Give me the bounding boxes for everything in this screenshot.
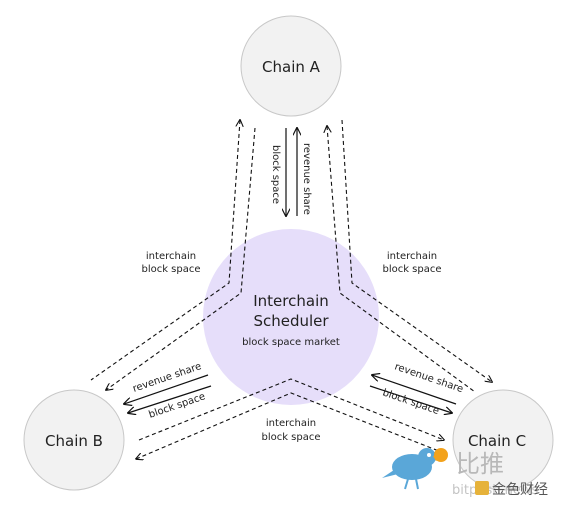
c-block-space-label: block space (381, 387, 440, 417)
left-dashed-outer (90, 120, 240, 381)
bottom-dashed-upper (138, 378, 444, 440)
watermark-logo-text: 比推 (456, 450, 504, 478)
chain-c-node (452, 389, 554, 491)
scheduler-title-line1: Interchain (253, 292, 329, 310)
chain-c-label: Chain C (468, 432, 526, 450)
b-revenue-share-label: revenue share (131, 361, 203, 395)
bottom-dashed-lower (136, 392, 445, 459)
left-dashed-inner (106, 127, 256, 390)
bottom-interchain-label-1: interchain (266, 418, 316, 429)
c-revenue-share-arrow (372, 375, 457, 405)
bottom-interchain-label-2: block space (261, 432, 320, 443)
left-interchain-label-1: interchain (146, 251, 196, 262)
watermark-brand-badge (475, 481, 489, 495)
b-block-space-arrow (128, 385, 212, 413)
chain-b-node (23, 389, 125, 491)
a-revenue-share-label: revenue share (301, 143, 312, 215)
chain-a-label: Chain A (262, 58, 321, 76)
right-interchain-label-1: interchain (387, 251, 437, 262)
c-block-space-arrow (369, 385, 452, 413)
scheduler-node (203, 229, 379, 405)
right-interchain-label-2: block space (382, 264, 441, 275)
chain-b-label: Chain B (45, 432, 103, 450)
watermark: 比推 bitpush.news 金色财经 (382, 448, 548, 498)
chain-a-node (240, 15, 342, 117)
watermark-brand-text: 金色财经 (492, 481, 548, 498)
scheduler-subtitle: block space market (242, 337, 340, 348)
a-block-space-label: block space (270, 145, 281, 204)
right-dashed-outer (341, 119, 492, 382)
c-revenue-share-label: revenue share (393, 361, 465, 395)
watermark-url-text: bitpush.news (452, 483, 538, 498)
bitcoin-coin-icon (434, 448, 448, 462)
left-interchain-label-2: block space (141, 264, 200, 275)
scheduler-title-line2: Scheduler (253, 312, 329, 330)
b-revenue-share-arrow (124, 374, 209, 404)
